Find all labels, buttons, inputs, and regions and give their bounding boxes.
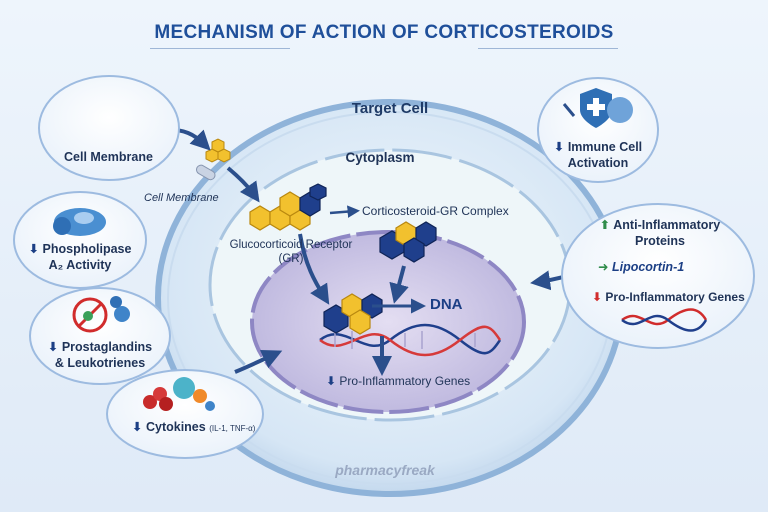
decrease-arrow-icon: ⬇	[326, 374, 337, 388]
dna-label: DNA	[430, 296, 463, 313]
decrease-arrow-icon: ⬇	[28, 242, 40, 256]
phospholipase-activity-text: A₂ Activity	[48, 257, 112, 272]
panel-prostaglandins	[29, 287, 171, 385]
phospholipase-label: ⬇ Phospholipase A₂ Activity	[20, 242, 140, 273]
lipocortin-text: Lipocortin-1	[611, 260, 685, 274]
dna-icon	[621, 308, 708, 332]
shield-icon	[562, 88, 633, 128]
decrease-arrow-icon: ⬇	[592, 290, 603, 304]
nucleus	[250, 230, 526, 414]
arrow-to-receptor	[226, 166, 260, 203]
title-rule-right	[478, 48, 618, 49]
decrease-arrow-icon: ⬇	[553, 140, 565, 154]
cytokines-text: Cytokines	[145, 420, 206, 434]
pro-genes-label: ⬇ Pro-Inflammatory Genes	[592, 290, 745, 305]
panel-cytokines	[106, 369, 264, 459]
decrease-arrow-icon: ⬇	[132, 420, 143, 434]
nucleus-effect: ⬇ Pro-Inflammatory Genes	[326, 374, 470, 389]
anti-inflammatory-label: ⬆ Anti-Inflammatory Proteins	[590, 218, 730, 249]
title-rule-left	[150, 48, 290, 49]
nucleus-effect-text: Pro-Inflammatory Genes	[339, 374, 471, 388]
membrane-label: Cell Membrane	[144, 192, 219, 204]
arrow-to-nucleus-left	[298, 233, 330, 305]
prostaglandins-text: Prostaglandins	[61, 340, 153, 354]
immune-text: Immune Cell	[567, 140, 643, 154]
target-cell-label: Target Cell	[351, 100, 429, 117]
arrow-to-nucleus-center	[389, 265, 409, 304]
glucocorticoid-receptor	[249, 183, 327, 231]
leukotrienes-text: & Leukotrienes	[54, 355, 146, 370]
decrease-arrow-icon: ⬇	[47, 340, 59, 354]
pro-genes-text: Pro-Inflammatory Genes	[605, 290, 745, 304]
dna-helix	[319, 323, 502, 357]
immune-activation-label: ⬇ Immune Cell Activation	[548, 140, 648, 171]
panel-anti-inflammatory	[561, 203, 755, 349]
side-panels	[13, 75, 755, 459]
increase-arrow-icon: ⬆	[599, 218, 611, 232]
proteins-text: Proteins	[634, 233, 685, 248]
phospholipase-text: Phospholipase	[42, 242, 132, 256]
prostaglandins-blocked-icon	[72, 296, 130, 333]
panel-phospholipase	[13, 191, 147, 289]
phospholipase-enzyme-icon	[53, 208, 106, 236]
cytokines-molecules-icon	[143, 377, 215, 411]
lipocortin-label: ➜ Lipocortin-1	[598, 260, 684, 276]
arrow-to-complex-label	[329, 205, 360, 218]
activation-text: Activation	[567, 155, 629, 170]
panel-cell-membrane	[38, 75, 180, 181]
watermark: pharmacyfreak	[335, 462, 435, 478]
corticosteroid-gr-complex	[379, 221, 437, 263]
gr-label: Glucocorticoid Receptor (GR)	[229, 239, 353, 266]
cytokines-detail: (IL-1, TNF-α)	[209, 424, 256, 433]
right-arrow-icon: ➜	[598, 260, 609, 274]
pill-icon	[195, 164, 216, 181]
diagram-title: MECHANISM OF ACTION OF CORTICOSTEROIDS	[154, 22, 614, 43]
anti-inflammatory-text: Anti-Inflammatory	[613, 218, 721, 232]
prostaglandins-label: ⬇ Prostaglandins & Leukotrienes	[38, 340, 162, 371]
cytoplasm-label: Cytoplasm	[345, 150, 415, 165]
cytokines-label: ⬇ Cytokines (IL-1, TNF-α)	[132, 420, 255, 436]
cell-membrane-panel-label: Cell Membrane	[64, 150, 153, 164]
steroid-molecule-membrane	[205, 138, 231, 163]
arrow-from-cytokines	[234, 349, 283, 374]
complex-label: Corticosteroid-GR Complex	[362, 204, 509, 218]
